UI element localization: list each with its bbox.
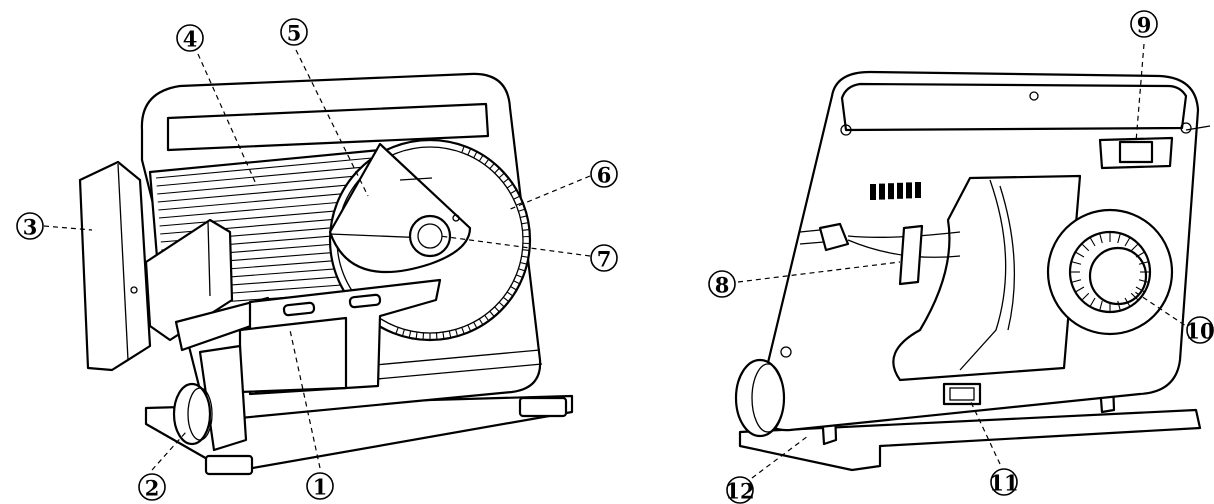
callout-number: 10	[1185, 319, 1214, 344]
callout-circle	[726, 476, 754, 504]
callout-number: 3	[23, 215, 38, 240]
callout-number: 12	[725, 479, 754, 504]
callout-number: 4	[183, 27, 198, 52]
callout-5: 5	[280, 18, 308, 46]
callout-11: 11	[989, 468, 1019, 496]
callout-4: 4	[176, 24, 204, 52]
callout-10: 10	[1185, 316, 1214, 344]
callout-number: 5	[287, 21, 302, 46]
callout-12: 12	[725, 476, 755, 504]
label-plate	[942, 382, 982, 406]
callout-2: 2	[138, 473, 166, 501]
callout-number: 1	[313, 475, 328, 500]
front-view	[78, 72, 574, 476]
rubber-foot-front	[204, 454, 254, 476]
callout-circle	[708, 270, 736, 298]
cord-clip	[898, 224, 924, 286]
callout-number: 11	[989, 471, 1018, 496]
callout-circle	[16, 212, 44, 240]
rubber-foot-right	[518, 396, 568, 418]
callout-7: 7	[590, 244, 618, 272]
thickness-knob	[172, 382, 212, 446]
rear-base	[738, 408, 1202, 472]
rear-handle	[840, 82, 1188, 132]
rear-knob-ribs	[1070, 232, 1150, 312]
callout-number: 9	[1137, 13, 1152, 38]
callout-number: 7	[597, 247, 612, 272]
rear-view	[734, 70, 1211, 472]
leader-lines	[43, 43, 1193, 479]
callout-circle	[590, 244, 618, 272]
callout-number: 2	[145, 476, 160, 501]
motor-cavity	[892, 174, 1082, 382]
blade-teeth	[395, 145, 530, 340]
vent-slots	[870, 182, 921, 200]
callout-circle	[990, 468, 1018, 496]
end-piece-holder	[78, 160, 152, 372]
callout-1: 1	[306, 472, 334, 500]
callout-circle	[138, 473, 166, 501]
callout-number: 8	[715, 273, 730, 298]
rear-thickness-knob	[734, 358, 786, 438]
power-plug	[818, 222, 850, 252]
callout-number: 6	[597, 163, 612, 188]
callout-circle	[1186, 316, 1214, 344]
callout-6: 6	[590, 160, 618, 188]
callout-circle	[280, 18, 308, 46]
callout-9: 9	[1130, 10, 1158, 38]
callout-circle	[1130, 10, 1158, 38]
callout-circle	[590, 160, 618, 188]
callout-circle	[176, 24, 204, 52]
blade-hub	[408, 214, 452, 258]
callout-circle	[306, 472, 334, 500]
pusher-arm	[144, 218, 234, 342]
handle-slot	[166, 102, 490, 152]
callout-3: 3	[16, 212, 44, 240]
callout-8: 8	[708, 270, 736, 298]
